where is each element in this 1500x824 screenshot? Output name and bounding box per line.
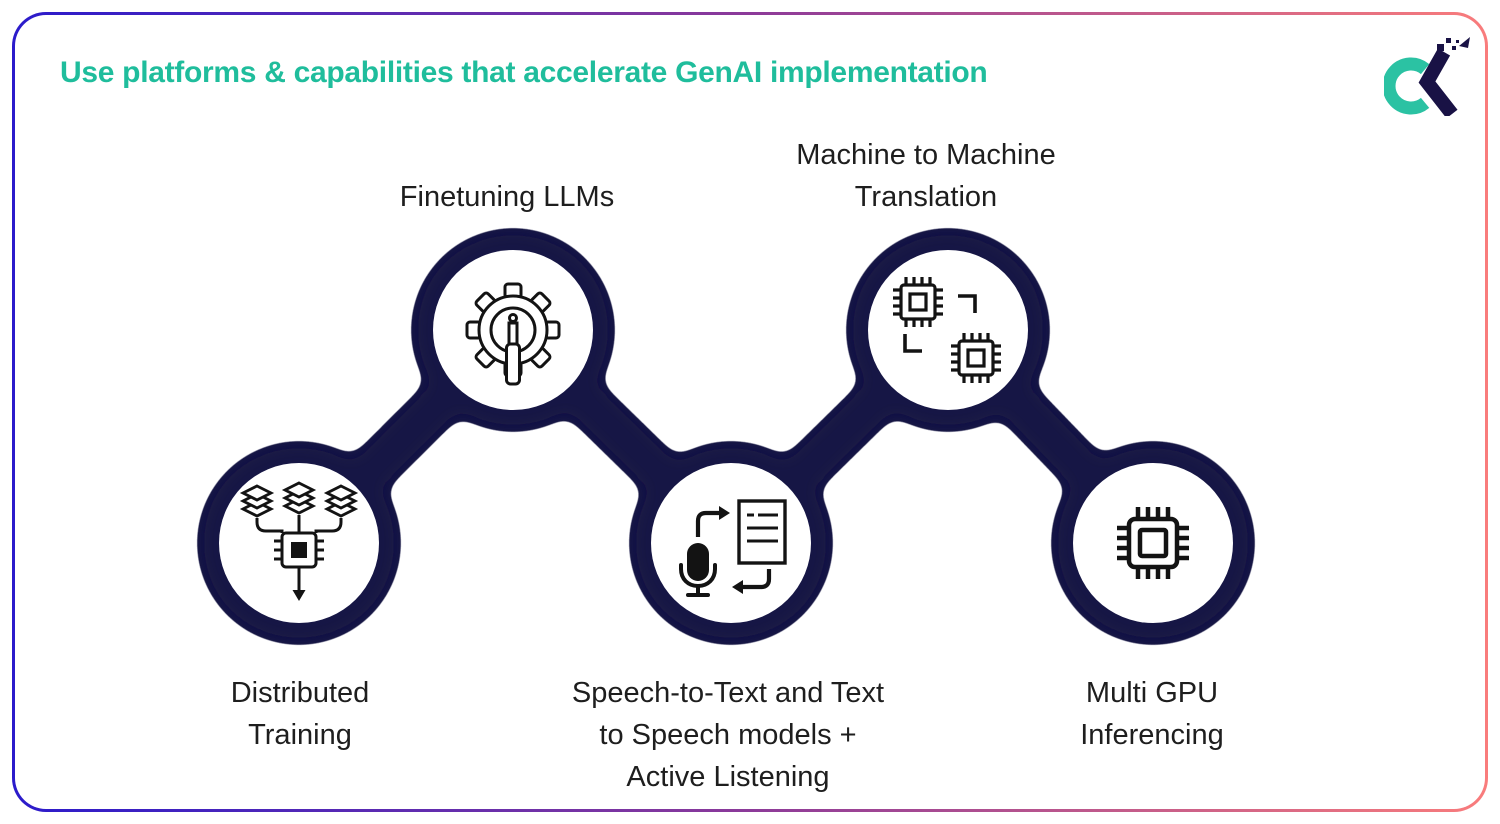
slide-background bbox=[15, 15, 1485, 809]
dual-chip-exchange-icon bbox=[891, 275, 1003, 385]
page-title: Use platforms & capabilities that accele… bbox=[60, 56, 988, 89]
gear-screwdriver-icon bbox=[465, 282, 561, 386]
node-label-machine-translation: Machine to Machine Translation bbox=[796, 139, 1056, 213]
company-logo-icon bbox=[1384, 37, 1470, 116]
node-label-distributed-training: Distributed Training bbox=[230, 677, 370, 751]
node-label-multi-gpu: Multi GPU Inferencing bbox=[1080, 677, 1224, 751]
mic-document-sync-icon bbox=[679, 499, 787, 597]
slide-border-frame bbox=[12, 12, 1488, 812]
node-label-finetuning-llms: Finetuning LLMs bbox=[399, 181, 615, 213]
node-label-speech-models: Speech-to-Text and Text to Speech models… bbox=[571, 677, 885, 793]
logo-k-stroke bbox=[1418, 48, 1458, 116]
logo-pixel-trail bbox=[1437, 37, 1470, 51]
distributed-training-icon bbox=[241, 481, 357, 601]
logo-c-arc bbox=[1384, 57, 1430, 115]
gpu-chip-icon bbox=[1117, 507, 1189, 579]
